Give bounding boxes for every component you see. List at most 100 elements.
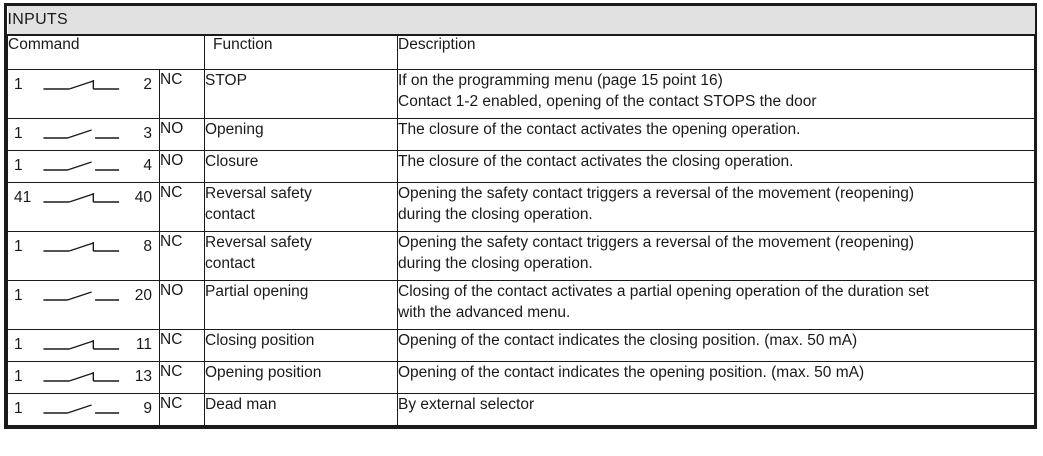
terminal-right: 13 bbox=[134, 368, 152, 385]
function-cell: Reversal safety contact bbox=[204, 231, 398, 281]
command-cell: 1 13 bbox=[7, 361, 160, 394]
function-cell: Opening bbox=[204, 118, 398, 151]
table-header: INPUTS Command Function Description bbox=[7, 6, 1036, 70]
description-cell: By external selector bbox=[396, 393, 1036, 426]
description-cell: The closure of the contact activates the… bbox=[396, 150, 1036, 183]
terminal-right: 20 bbox=[134, 287, 152, 304]
function-line: Partial opening bbox=[205, 283, 309, 300]
description-line: with the advanced menu. bbox=[398, 304, 571, 321]
description-line: Opening of the contact indicates the ope… bbox=[398, 364, 865, 381]
normally-closed-contact-icon bbox=[40, 237, 126, 257]
function-line: contact bbox=[205, 255, 255, 272]
function-line: Closure bbox=[205, 153, 259, 170]
normally-open-contact-icon bbox=[40, 399, 126, 419]
terminal-left: 1 bbox=[14, 368, 23, 385]
column-header-description: Description bbox=[396, 34, 1036, 70]
normally-closed-contact-icon bbox=[40, 75, 126, 95]
normally-closed-contact-icon bbox=[40, 367, 126, 387]
function-line: Reversal safety bbox=[205, 234, 312, 251]
description-line: Opening the safety contact triggers a re… bbox=[398, 185, 915, 202]
description-line: Opening of the contact indicates the clo… bbox=[398, 332, 858, 349]
description-cell: If on the programming menu (page 15 poin… bbox=[396, 69, 1036, 119]
function-line: Opening bbox=[205, 121, 264, 138]
normally-closed-contact-icon bbox=[40, 335, 126, 355]
terminal-left: 1 bbox=[14, 157, 23, 174]
column-header-command: Command bbox=[7, 34, 205, 70]
command-cell: 41 40 bbox=[7, 182, 160, 232]
terminal-right: 3 bbox=[143, 125, 152, 142]
terminal-left: 1 bbox=[14, 238, 23, 255]
function-line: Closing position bbox=[205, 332, 315, 349]
table-title: INPUTS bbox=[7, 6, 1035, 36]
contact-type-cell: NC bbox=[159, 361, 205, 394]
terminal-left: 1 bbox=[14, 125, 23, 142]
normally-closed-contact-icon bbox=[40, 188, 126, 208]
function-line: Reversal safety bbox=[205, 185, 312, 202]
terminal-right: 4 bbox=[143, 157, 152, 174]
contact-type-cell: NC bbox=[159, 393, 205, 426]
normally-open-contact-icon bbox=[40, 156, 126, 176]
description-line: during the closing operation. bbox=[398, 206, 593, 223]
function-cell: STOP bbox=[204, 69, 398, 119]
description-line: By external selector bbox=[398, 396, 535, 413]
contact-type-cell: NO bbox=[159, 280, 205, 330]
normally-open-contact-icon bbox=[40, 286, 126, 306]
function-line: Dead man bbox=[205, 396, 277, 413]
terminal-left: 41 bbox=[14, 189, 32, 206]
function-cell: Opening position bbox=[204, 361, 398, 394]
title-row: INPUTS bbox=[7, 6, 1035, 36]
contact-type-cell: NC bbox=[159, 329, 205, 362]
function-cell: Closing position bbox=[204, 329, 398, 362]
terminal-left: 1 bbox=[14, 400, 23, 417]
column-header-function: Function bbox=[204, 34, 398, 70]
contact-type-cell: NC bbox=[159, 231, 205, 281]
terminal-right: 9 bbox=[143, 400, 152, 417]
description-cell: Opening of the contact indicates the ope… bbox=[396, 361, 1036, 394]
terminal-right: 8 bbox=[143, 238, 152, 255]
description-cell: Opening of the contact indicates the clo… bbox=[396, 329, 1036, 362]
normally-open-contact-icon bbox=[40, 124, 126, 144]
contact-type-cell: NC bbox=[159, 69, 205, 119]
function-cell: Dead man bbox=[204, 393, 398, 426]
description-cell: Opening the safety contact triggers a re… bbox=[396, 182, 1036, 232]
description-line: Contact 1-2 enabled, opening of the cont… bbox=[398, 93, 817, 110]
terminal-right: 2 bbox=[143, 76, 152, 93]
terminal-left: 1 bbox=[14, 76, 23, 93]
function-line: STOP bbox=[205, 72, 247, 89]
description-line: during the closing operation. bbox=[398, 255, 593, 272]
function-cell: Closure bbox=[204, 150, 398, 183]
terminal-right: 40 bbox=[134, 189, 152, 206]
description-line: Closing of the contact activates a parti… bbox=[398, 283, 929, 300]
contact-type-cell: NO bbox=[159, 150, 205, 183]
description-line: The closure of the contact activates the… bbox=[398, 121, 801, 138]
description-line: The closure of the contact activates the… bbox=[398, 153, 794, 170]
description-line: If on the programming menu (page 15 poin… bbox=[398, 72, 723, 89]
terminal-right: 11 bbox=[135, 336, 152, 353]
column-header-row: Command Function Description bbox=[7, 34, 1036, 70]
terminal-left: 1 bbox=[14, 336, 23, 353]
function-line: Opening position bbox=[205, 364, 322, 381]
description-line: Opening the safety contact triggers a re… bbox=[398, 234, 915, 251]
function-cell: Partial opening bbox=[204, 280, 398, 330]
description-cell: The closure of the contact activates the… bbox=[396, 118, 1036, 151]
description-cell: Closing of the contact activates a parti… bbox=[396, 280, 1036, 330]
contact-type-cell: NC bbox=[159, 182, 205, 232]
